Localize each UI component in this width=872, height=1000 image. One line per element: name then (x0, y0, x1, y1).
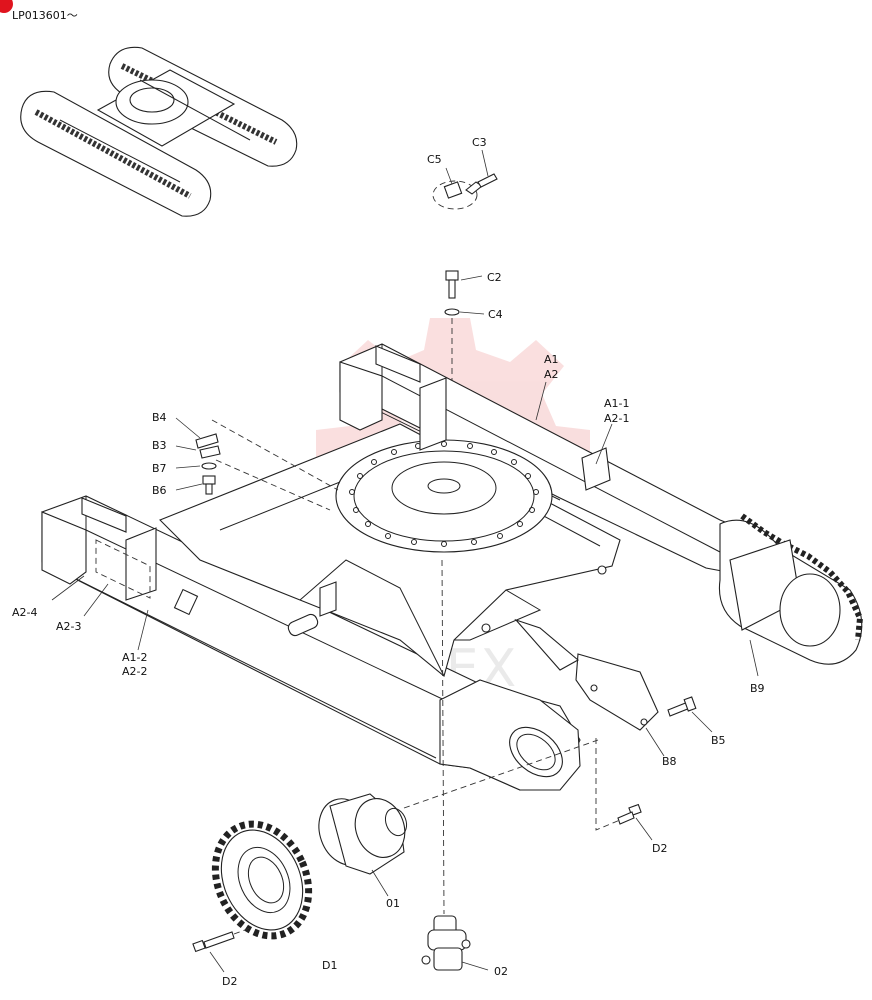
label-a2: A2 (544, 368, 559, 381)
label-c2: C2 (487, 271, 502, 284)
label-c3: C3 (472, 136, 487, 149)
corner-marker-icon (0, 0, 13, 13)
label-b5: B5 (711, 734, 726, 747)
label-b9: B9 (750, 682, 765, 695)
fastener-group-b (175, 417, 339, 511)
label-a1-2: A1-2 (122, 651, 148, 664)
label-a2-3: A2-3 (56, 620, 82, 633)
label-b6: B6 (152, 484, 167, 497)
center-bolt-c2: C2 C4 (444, 270, 503, 480)
label-a2-1: A2-1 (604, 412, 630, 425)
bolt-d2-lower (192, 927, 251, 973)
label-b8: B8 (662, 755, 677, 768)
sprocket-d1 (211, 820, 313, 940)
bolt-d2-upper (595, 738, 653, 841)
label-d1: D1 (322, 959, 337, 972)
swivel-joint-02 (421, 559, 489, 971)
label-b4: B4 (152, 411, 167, 424)
label-b7: B7 (152, 462, 167, 475)
label-a1: A1 (544, 353, 559, 366)
pin-detail-c3-c5: C5 C3 (427, 136, 498, 210)
label-a1-1: A1-1 (604, 397, 630, 410)
travel-motor-01 (318, 739, 599, 897)
leader-lines (51, 381, 759, 677)
sprocket-assembly-b9 (718, 513, 864, 665)
label-a2-2: A2-2 (122, 665, 148, 678)
bolt-b5 (667, 696, 713, 733)
track-frame (41, 343, 781, 791)
thumbnail-undercarriage (20, 46, 298, 217)
label-a2-4: A2-4 (12, 606, 38, 619)
label-d2-upper: D2 (652, 842, 667, 855)
cover-plate-b8 (514, 618, 665, 757)
label-d2-lower: D2 (222, 975, 237, 988)
serial-range: LP013601～ (12, 9, 78, 22)
label-01: 01 (386, 897, 400, 910)
label-c4: C4 (488, 308, 503, 321)
label-b3: B3 (152, 439, 167, 452)
label-c5: C5 (427, 153, 442, 166)
label-02: 02 (494, 965, 508, 978)
